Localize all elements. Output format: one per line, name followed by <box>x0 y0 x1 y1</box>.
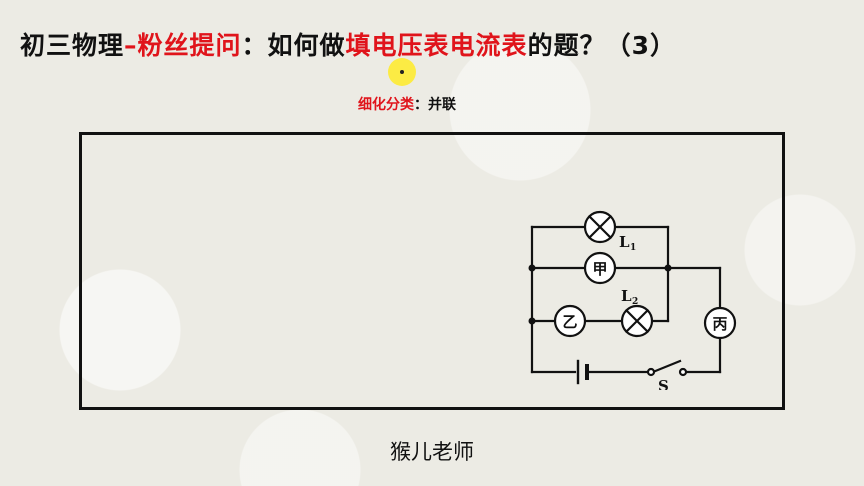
subtitle-colon: ： <box>414 97 428 113</box>
title-part-4: 填电压表电流表 <box>345 31 528 60</box>
title-part-5: 的题？（3） <box>527 31 676 60</box>
lamp-l2-subscript: 2 <box>632 297 638 307</box>
meter-jia-label: 甲 <box>592 260 607 278</box>
switch-blade <box>651 359 682 374</box>
switch-pivot <box>646 367 656 377</box>
title-part-2: 粉丝提问 <box>137 31 242 60</box>
switch-label: S <box>658 377 669 390</box>
lamp-l2-label: L <box>621 287 632 305</box>
teacher-name: 猴儿老师 <box>390 440 474 464</box>
lamp-l1-subscript: 1 <box>630 243 636 253</box>
meter-jia <box>583 251 617 285</box>
junction-right-mid <box>664 264 672 272</box>
meter-bing <box>703 306 737 340</box>
subtitle-value: 并联 <box>428 97 456 113</box>
cursor-highlight <box>388 58 416 86</box>
title-part-3: ：如何做 <box>241 31 346 60</box>
content-frame <box>79 132 785 410</box>
circuit-diagram: 甲 乙 丙 L 1 L 2 S <box>528 210 737 390</box>
subtitle: 细化分类：并联 <box>358 94 456 114</box>
junction-left-low <box>528 317 536 325</box>
meter-bing-label: 丙 <box>712 315 727 333</box>
page-title: 初三物理–粉丝提问：如何做填电压表电流表的题？（3） <box>20 26 676 66</box>
lamp-l1-label: L <box>619 233 630 251</box>
meter-yi <box>553 304 587 338</box>
junction-left-mid <box>528 264 536 272</box>
meter-yi-label: 乙 <box>562 313 577 331</box>
subtitle-label: 细化分类 <box>358 97 414 113</box>
title-part-1: 初三物理 <box>20 31 125 60</box>
switch-contact <box>678 367 688 377</box>
title-dash: – <box>124 31 138 60</box>
